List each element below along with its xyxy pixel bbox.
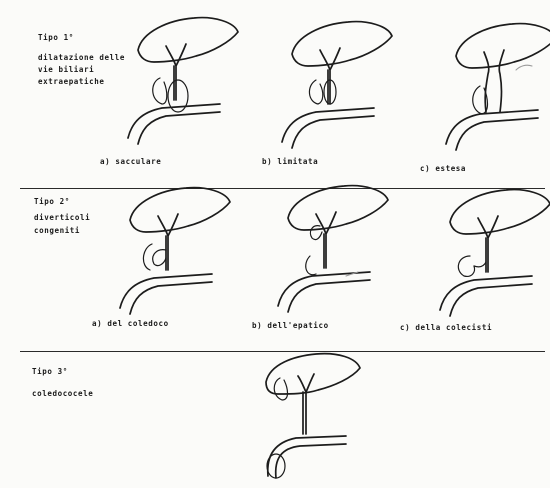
type-2a-coledoco-drawing bbox=[120, 188, 230, 314]
type-1b-limitata-drawing bbox=[282, 22, 392, 148]
type-3-coledococele-drawing bbox=[266, 354, 360, 478]
type-2c-colecisti-drawing bbox=[440, 190, 550, 316]
type-1c-estesa-drawing bbox=[446, 24, 550, 150]
type-2b-epatico-drawing bbox=[278, 186, 388, 312]
type-1a-sacculare-drawing bbox=[128, 18, 238, 144]
